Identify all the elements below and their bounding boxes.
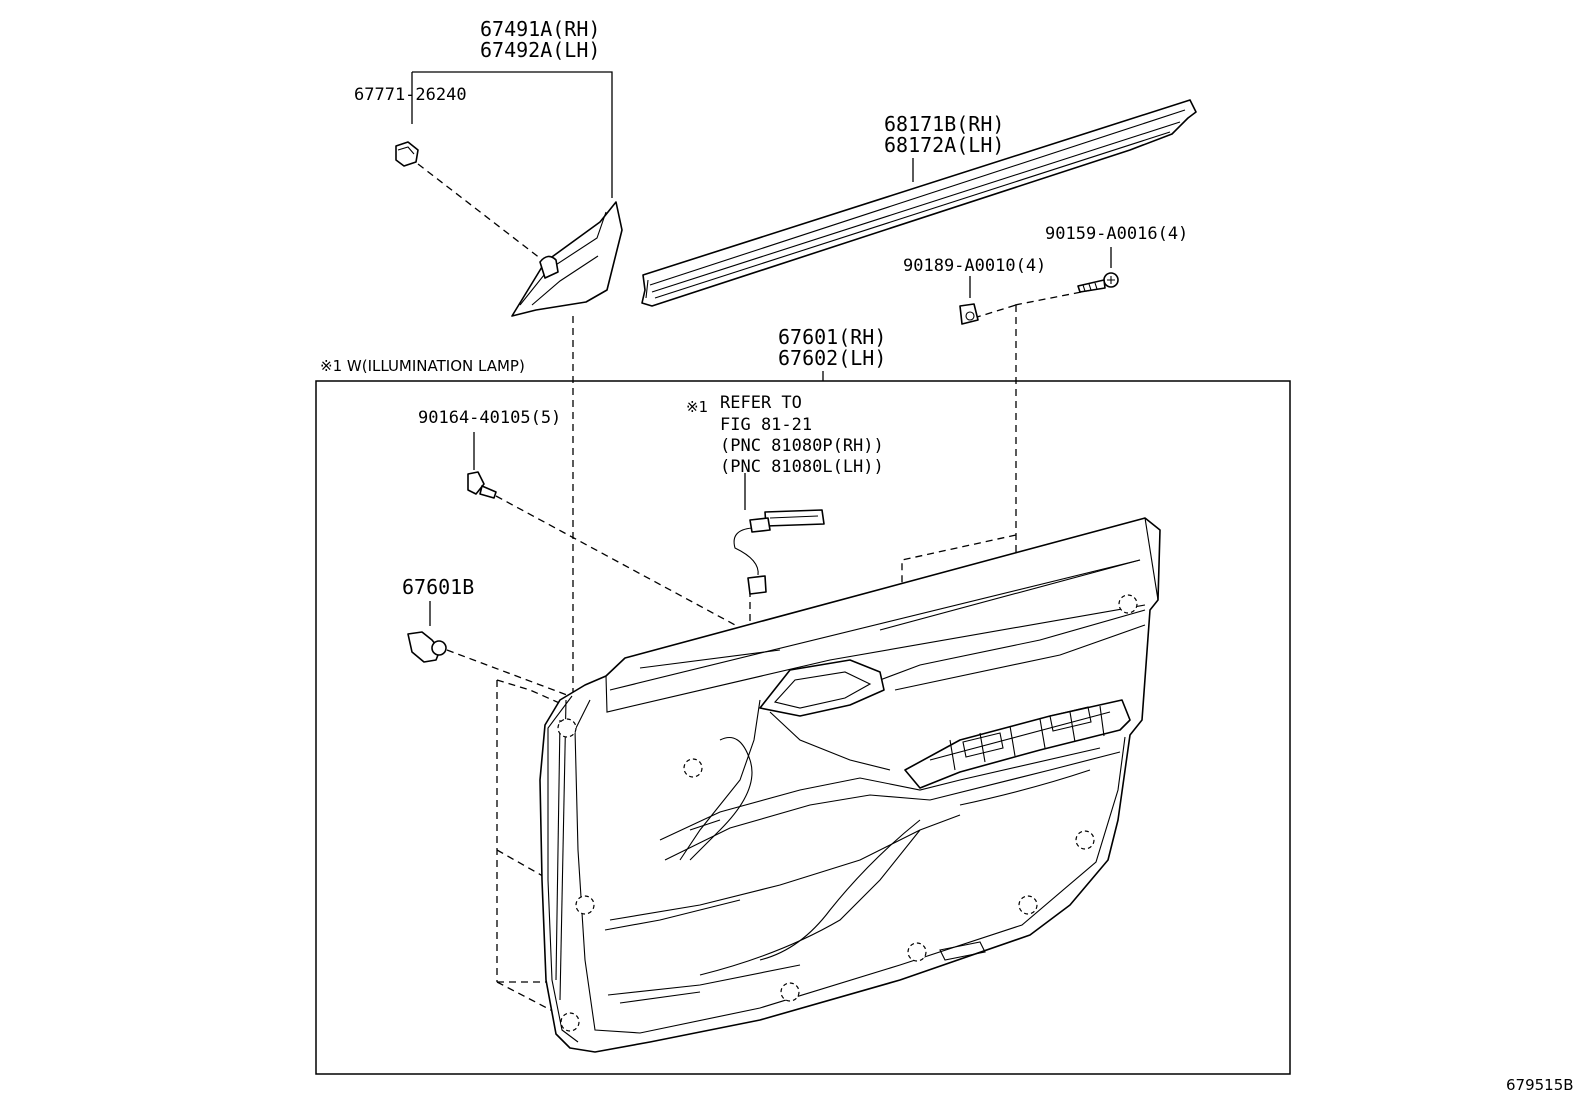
belt-weatherstrip	[641, 99, 1197, 307]
assembly-frame	[315, 380, 1291, 1075]
label-68171b: 68171B(RH)	[884, 112, 1004, 136]
label-refer-to: REFER TO	[720, 393, 802, 413]
door-trim-board	[539, 517, 1161, 1053]
label-67491a: 67491A(RH)	[480, 17, 600, 41]
part-labels: 67491A(RH) 67492A(LH) 67771-26240 68171B…	[320, 17, 1574, 1094]
screw-90164	[467, 471, 497, 499]
label-67492a: 67492A(LH)	[480, 38, 600, 62]
label-67601: 67601(RH)	[778, 325, 886, 349]
clip-67601b	[407, 631, 447, 663]
label-67771: 67771-26240	[354, 85, 467, 105]
leader-lines	[411, 71, 1112, 626]
label-fig: FIG 81-21	[720, 415, 812, 435]
label-pnc-lh: (PNC 81080L(LH))	[720, 457, 884, 477]
label-ref-mark: ※1	[686, 398, 708, 416]
screw-90159	[1077, 272, 1119, 293]
clip-67771	[395, 141, 419, 167]
label-90164: 90164-40105(5)	[418, 408, 561, 428]
label-90189: 90189-A0010(4)	[903, 256, 1046, 276]
label-pnc-rh: (PNC 81080P(RH))	[720, 436, 884, 456]
label-68172a: 68172A(LH)	[884, 133, 1004, 157]
clip-positions	[557, 594, 1138, 1032]
figure-id: 679515B	[1506, 1076, 1574, 1094]
label-illumination-note: ※1 W(ILLUMINATION LAMP)	[320, 357, 525, 375]
illumination-lamp	[733, 509, 825, 595]
label-67601b: 67601B	[402, 575, 474, 599]
corner-garnish	[511, 201, 623, 317]
nut-90189	[959, 303, 979, 325]
label-90159: 90159-A0016(4)	[1045, 224, 1188, 244]
label-67602: 67602(LH)	[778, 346, 886, 370]
